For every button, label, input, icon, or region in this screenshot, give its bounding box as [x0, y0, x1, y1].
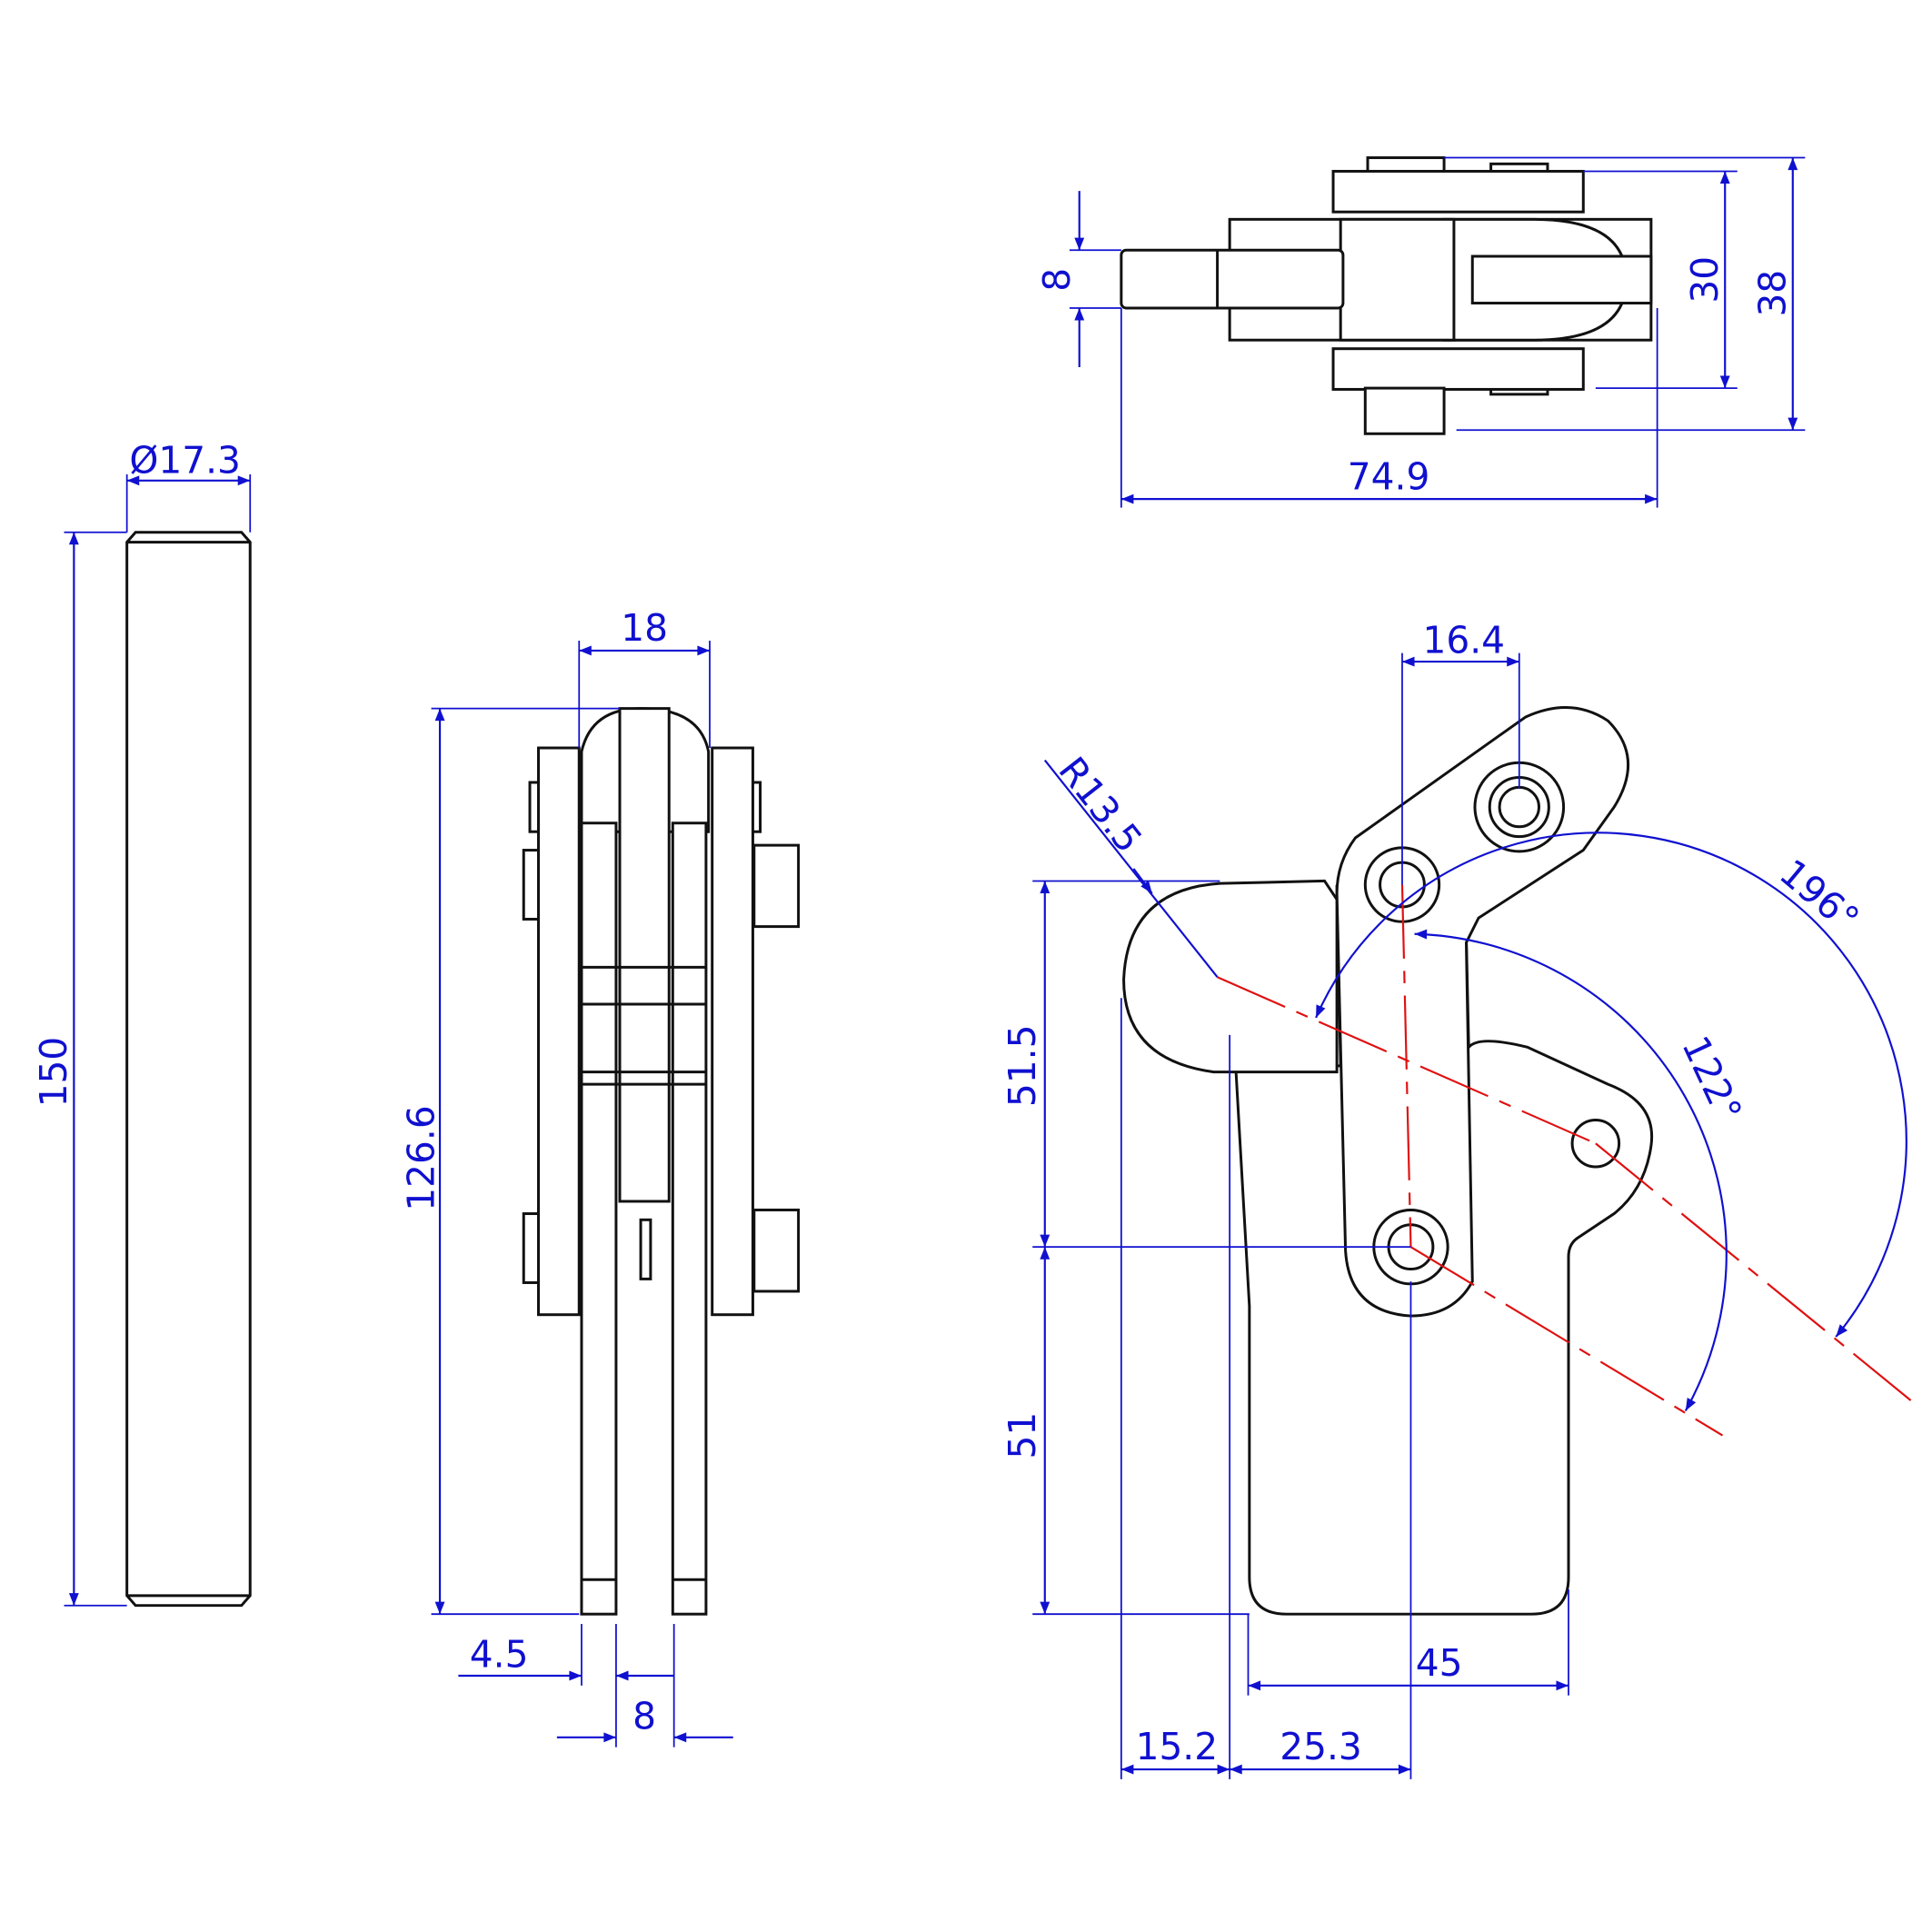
front-width-label: 18: [621, 606, 668, 650]
front-gap-label: 8: [632, 1694, 656, 1738]
pin-diameter-label: Ø17.3: [129, 439, 241, 483]
pin-view: Ø17.3 150: [32, 439, 252, 1608]
pivot-distance-label: 25.3: [1280, 1725, 1362, 1768]
left-offset-label: 15.2: [1136, 1725, 1219, 1768]
handle-angle-arc: [1414, 929, 1728, 1411]
top-inner-width-label: 30: [1683, 256, 1727, 304]
opening-angle-arc: [1315, 832, 1907, 1338]
nut-icon: [752, 1208, 801, 1293]
pin-length-label: 150: [32, 1037, 75, 1108]
radius-label: R13.5: [1050, 749, 1150, 861]
front-view: 18 126.6 4.5 8: [399, 606, 801, 1748]
front-offset-label: 4.5: [470, 1632, 529, 1676]
side-view: 196° 122° 16.4 R13.5 51.5 51 45 15.2 25.…: [1001, 619, 1917, 1779]
lower-height-label: 51: [1001, 1412, 1044, 1459]
top-overall-width-label: 38: [1751, 270, 1795, 317]
top-handle-width-label: 8: [1035, 268, 1079, 292]
nut-icon: [1363, 386, 1446, 435]
top-length-label: 74.9: [1348, 454, 1430, 498]
pivot-offset-label: 16.4: [1423, 619, 1506, 662]
handle-angle-label: 122°: [1673, 1030, 1750, 1129]
pin-outline: [125, 531, 252, 1608]
nut-icon: [752, 843, 801, 929]
base-width-label: 45: [1416, 1641, 1463, 1685]
top-view: 8 30 38 74.9: [1035, 156, 1806, 508]
front-height-label: 126.6: [399, 1105, 443, 1210]
clamp-arm: [1122, 879, 1339, 1074]
upper-height-label: 51.5: [1001, 1025, 1044, 1108]
